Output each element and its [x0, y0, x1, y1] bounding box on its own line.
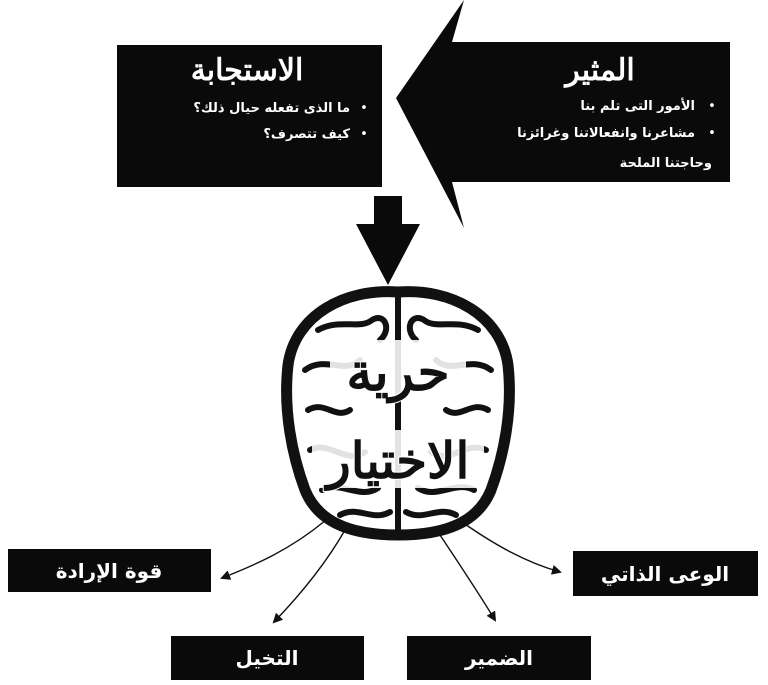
stimulus-bullet-glyph-1: •: [708, 99, 716, 114]
response-bullet-glyph-1: •: [360, 101, 368, 116]
brain-text-freedom: حرية: [346, 342, 449, 404]
imagination-label: التخيل: [236, 646, 299, 670]
down-arrow: [356, 196, 420, 285]
arrow-to-self-awareness: [461, 521, 562, 575]
self-awareness-label: الوعى الذاتي: [601, 562, 729, 587]
willpower-box: قوة الإرادة: [8, 549, 211, 592]
imagination-box: التخيل: [171, 636, 364, 680]
conscience-box: الضمير: [407, 636, 591, 680]
response-bullet-glyph-2: •: [360, 127, 368, 142]
brain-text-choice: الاختيار: [324, 431, 470, 491]
output-arrows: [220, 519, 562, 624]
response-bullet-2: كيف تتصرف؟: [263, 127, 350, 142]
arrow-to-willpower: [220, 519, 327, 580]
response-title: الاستجابة: [191, 53, 304, 88]
self-awareness-box: الوعى الذاتي: [573, 551, 758, 596]
stimulus-arrow: المثير الأمور التى تلم بنا • مشاعرنا وان…: [396, 0, 730, 228]
stimulus-bullet-1: الأمور التى تلم بنا: [580, 97, 695, 114]
brain: حرية الاختيار: [281, 286, 515, 541]
willpower-label: قوة الإرادة: [56, 559, 163, 583]
arrow-to-imagination: [272, 529, 346, 624]
stimulus-bullet-2: مشاعرنا وانفعالاتنا وغرائزنا: [517, 126, 695, 141]
response-bullet-1: ما الذى تفعله حيال ذلك؟: [193, 101, 350, 116]
stimulus-title: المثير: [563, 53, 634, 88]
stimulus-continuation: وحاجتنا الملحة: [620, 156, 712, 171]
arrow-to-conscience: [439, 534, 497, 622]
conscience-label: الضمير: [464, 646, 533, 670]
stimulus-bullet-glyph-2: •: [708, 126, 716, 141]
response-box: الاستجابة ما الذى تفعله حيال ذلك؟ • كيف …: [117, 45, 382, 187]
